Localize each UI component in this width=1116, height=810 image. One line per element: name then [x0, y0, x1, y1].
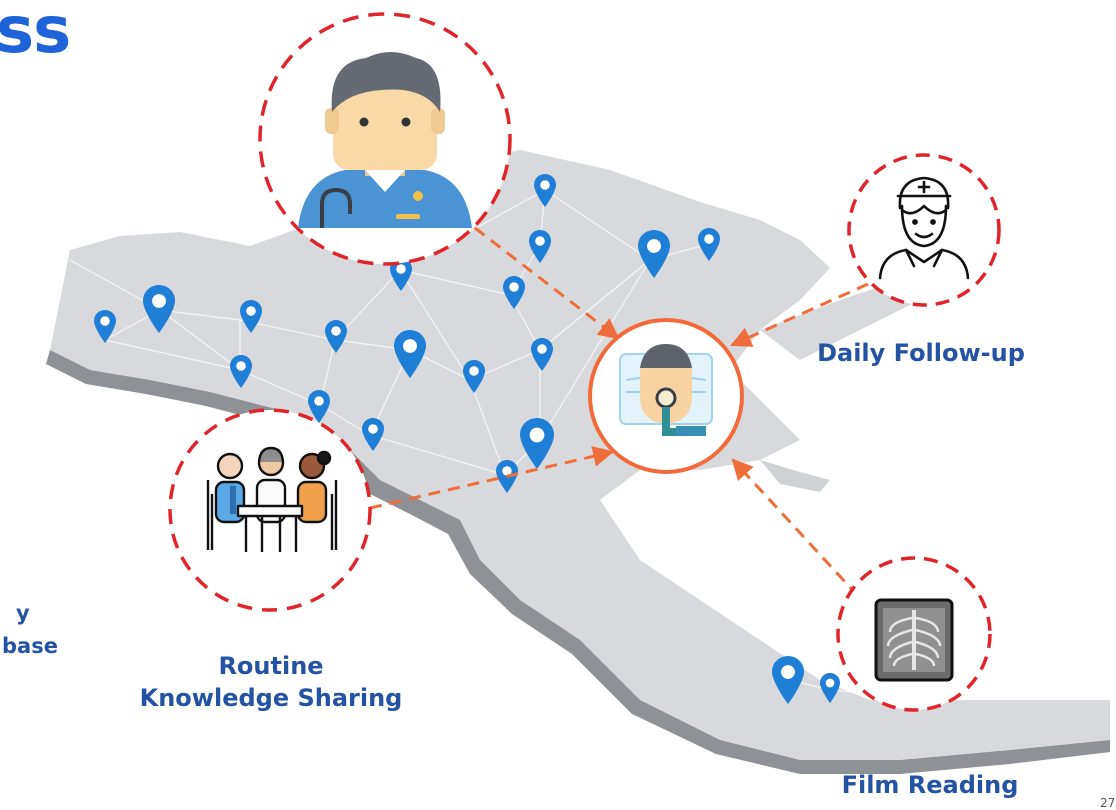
- label-daily-follow-up: Daily Follow-up: [817, 339, 1025, 367]
- chest-xray-icon: [874, 598, 954, 682]
- doctor-avatar-icon: [298, 52, 472, 228]
- node-xray: [836, 556, 992, 712]
- medical-team-icon: [206, 446, 338, 552]
- arrow-xray-to-center: [731, 458, 860, 598]
- arrow-doctor-to-center: [474, 226, 620, 340]
- nurse-icon: [878, 176, 970, 280]
- label-film-reading: Film Reading: [841, 771, 1019, 799]
- node-team: [168, 408, 372, 612]
- node-nurse: [847, 153, 1001, 307]
- arrow-nurse-to-center: [730, 282, 869, 347]
- page-number: 27: [1100, 796, 1116, 810]
- cut-label-line2: base: [2, 634, 58, 658]
- nurse-dashed-circle: [847, 153, 1001, 307]
- label-knowledge-sharing: Knowledge Sharing: [139, 684, 403, 712]
- label-routine: Routine: [218, 652, 324, 680]
- patient-monitor-icon: [619, 344, 713, 436]
- node-center-patient: [588, 318, 744, 474]
- arrow-team-to-center: [369, 446, 615, 510]
- node-doctor: [258, 12, 512, 266]
- page-title-fragment: ss: [0, 0, 71, 68]
- cut-label-line1: y: [16, 601, 30, 625]
- connector-arrows: [369, 226, 869, 598]
